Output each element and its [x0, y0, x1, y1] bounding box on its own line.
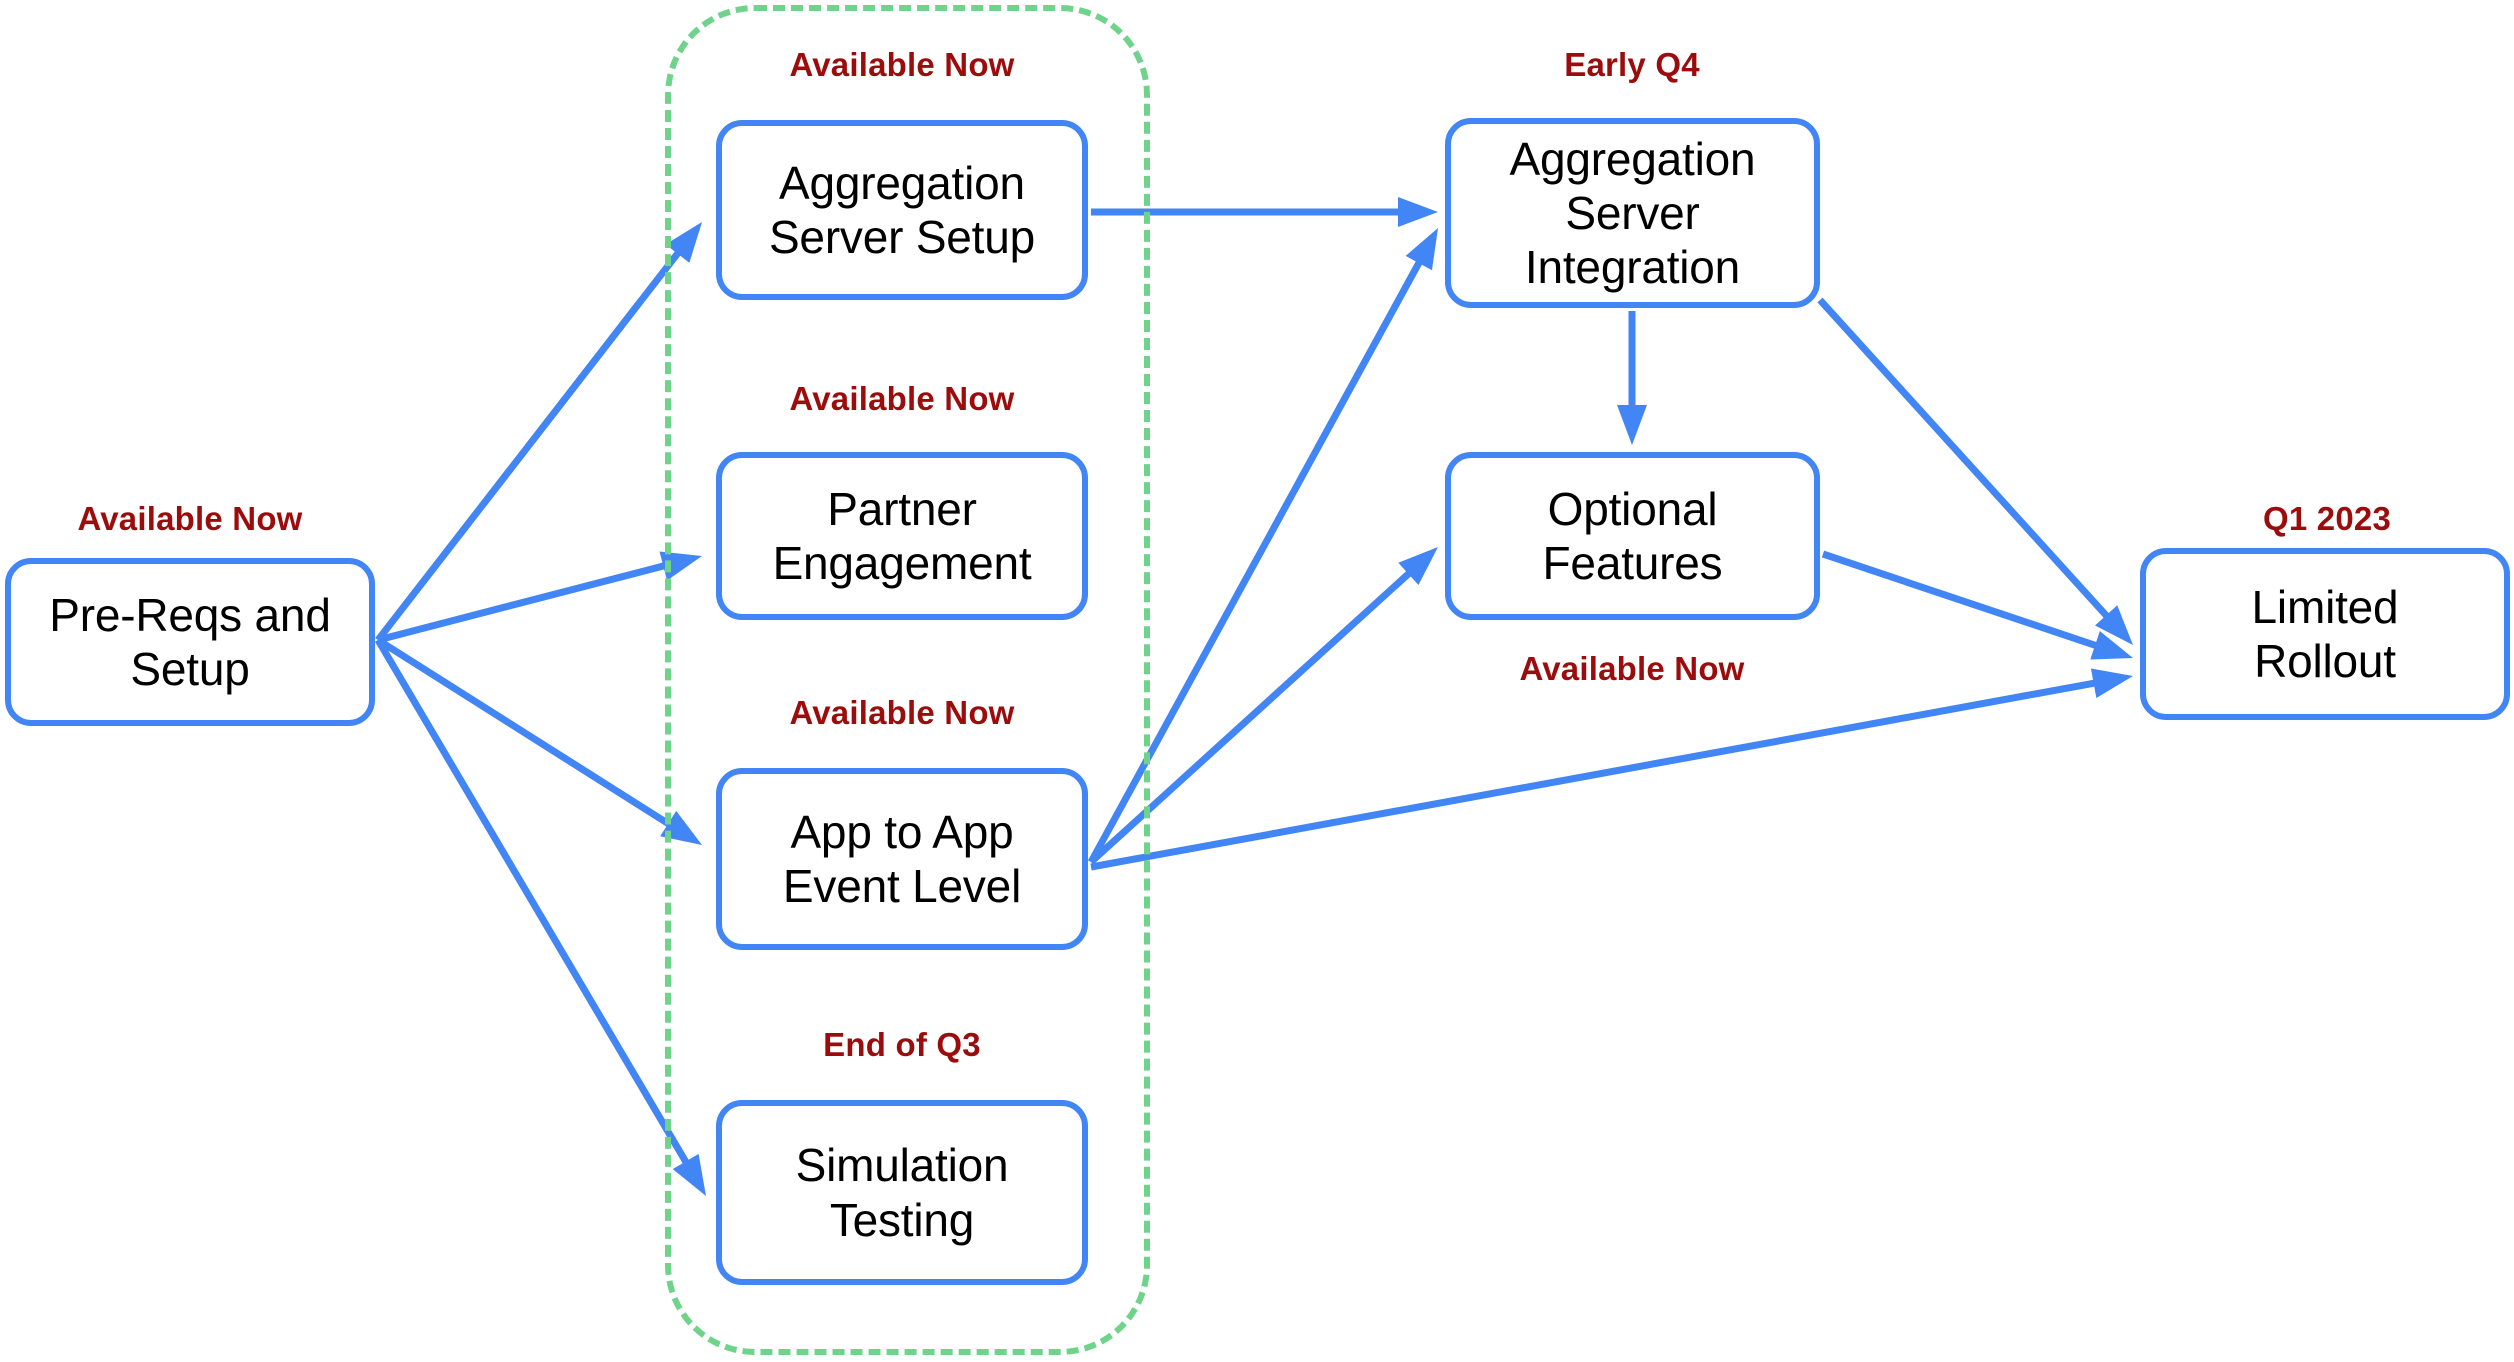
- edge-optional-to-limited: [1821, 550, 2133, 660]
- edge-prereqs-to-simulation: [374, 638, 706, 1196]
- arrowhead-icon: [1398, 547, 1438, 585]
- node-limited-rollout[interactable]: Limited Rollout: [2140, 548, 2510, 720]
- edge-prereqs-to-partner: [377, 551, 702, 644]
- dashed-group-container: [665, 5, 1150, 1355]
- node-aggregation-server-setup[interactable]: Aggregation Server Setup: [716, 120, 1088, 300]
- phase-label-pre-reqs-and-setup: Available Now: [77, 500, 303, 537]
- node-partner-engagement[interactable]: Partner Engagement: [716, 452, 1088, 620]
- phase-label-aggregation-server-integration: Early Q4: [1564, 46, 1700, 83]
- arrowhead-icon: [2090, 668, 2133, 698]
- phase-label-optional-features: Available Now: [1519, 650, 1745, 687]
- edge-prereqs-to-agg-setup: [375, 222, 702, 643]
- arrowhead-icon: [1398, 197, 1438, 227]
- edge-agg-integration-to-optional: [1617, 311, 1647, 445]
- arrowhead-icon: [1617, 405, 1647, 445]
- arrowhead-icon: [2090, 631, 2133, 660]
- arrowhead-icon: [2095, 605, 2133, 645]
- node-optional-features[interactable]: Optional Features: [1445, 452, 1820, 620]
- node-pre-reqs-and-setup[interactable]: Pre-Reqs and Setup: [5, 558, 375, 726]
- arrowhead-icon: [1405, 228, 1438, 271]
- phase-label-simulation-testing: End of Q3: [823, 1026, 981, 1063]
- node-app-to-app-event-level[interactable]: App to App Event Level: [716, 768, 1088, 950]
- phase-label-partner-engagement: Available Now: [789, 380, 1015, 417]
- edge-app-to-app-to-limited: [1090, 668, 2133, 871]
- edge-agg-integration-to-limited: [1817, 297, 2133, 645]
- edge-prereqs-to-app-to-app: [376, 637, 702, 845]
- phase-label-app-to-app-event-level: Available Now: [789, 694, 1015, 731]
- phase-label-aggregation-server-setup: Available Now: [789, 46, 1015, 83]
- phase-label-limited-rollout: Q1 2023: [2262, 500, 2392, 537]
- node-aggregation-server-integration[interactable]: Aggregation Server Integration: [1445, 118, 1820, 308]
- node-simulation-testing[interactable]: Simulation Testing: [716, 1100, 1088, 1285]
